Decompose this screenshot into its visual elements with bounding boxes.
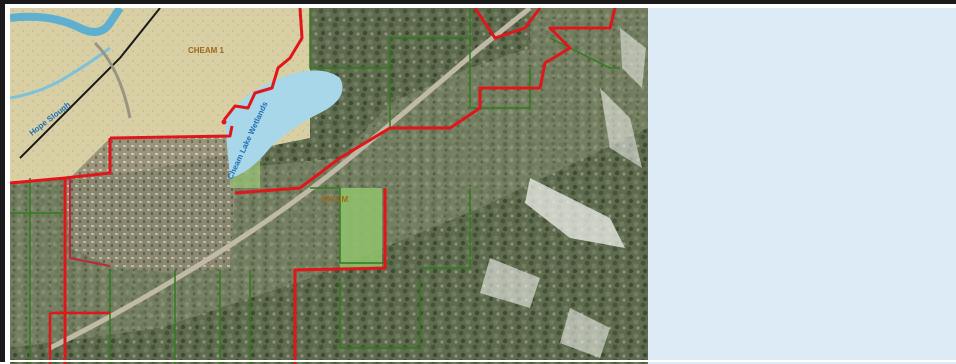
bottom-strip [5,360,956,362]
clearing [525,178,625,248]
railway [19,8,161,159]
area-label-cheam: CHEAM 1 [188,46,225,55]
boundary-line [293,188,387,364]
location-marker [221,119,227,125]
aerial-map[interactable]: CHEAM 1 KIKUM Cheam Lake Wetlands Hope S… [10,8,648,364]
highway [48,8,532,351]
boundary-line [48,311,110,364]
green-field [340,188,382,268]
side-panel [648,8,956,364]
clearing [620,28,646,88]
clearing [560,308,610,358]
boundary-line [473,8,542,40]
hope-slough [10,46,111,100]
clearing [480,258,540,308]
road [93,41,132,119]
town-area [65,136,235,273]
parcel-lines [10,8,620,364]
boundary-line [10,8,617,364]
clearing [600,88,642,168]
river [10,8,124,36]
area-label-kikum: KIKUM [322,195,349,204]
boundary-line [69,178,111,267]
